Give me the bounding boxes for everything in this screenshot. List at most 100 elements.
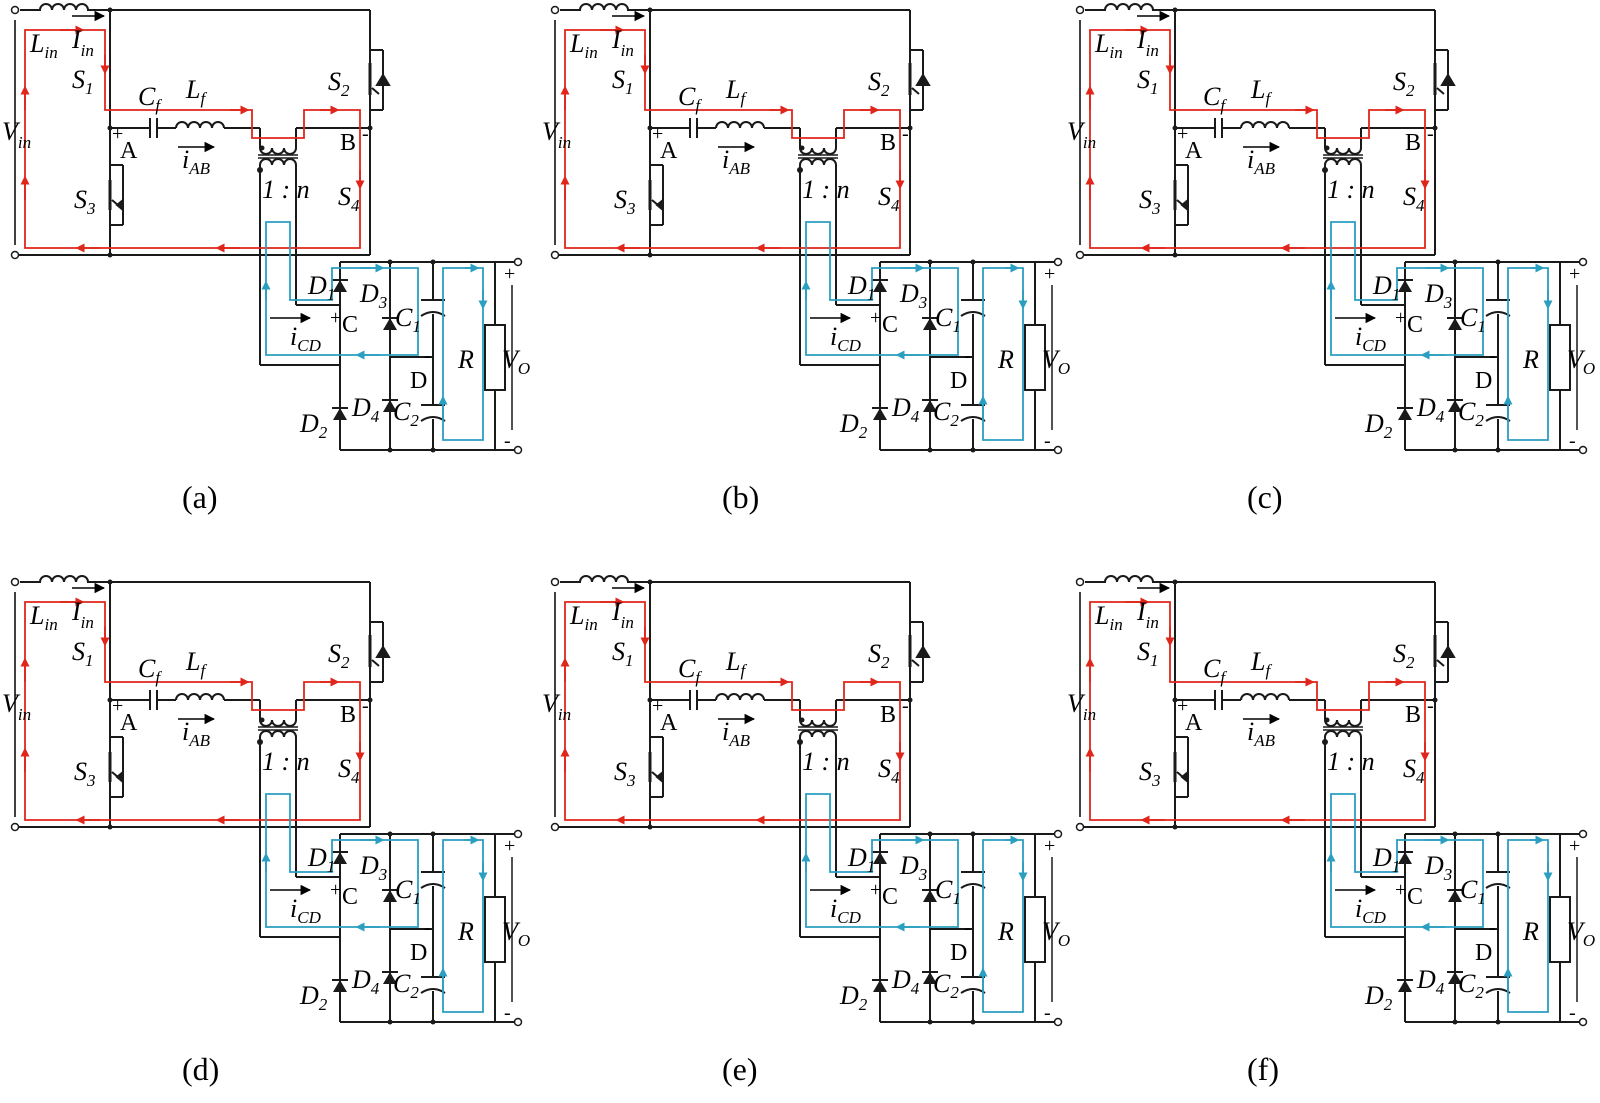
panel-caption: (d) — [182, 1051, 219, 1087]
icd-label: i — [290, 322, 297, 351]
vin-label: V — [2, 689, 21, 718]
svg-text:-: - — [424, 345, 431, 367]
r-label: R — [457, 917, 474, 946]
transformer-primary — [259, 719, 297, 727]
svg-text:Lf: Lf — [185, 647, 207, 680]
svg-text:-: - — [362, 123, 369, 145]
svg-text:Lin: Lin — [1094, 29, 1123, 62]
s3-label: S — [1139, 185, 1152, 214]
iab-label: i — [722, 145, 729, 174]
d3-label: D — [899, 279, 919, 308]
svg-text:D3: D3 — [899, 851, 927, 884]
svg-text:Cf: Cf — [1203, 82, 1227, 115]
svg-text:Lf: Lf — [725, 75, 747, 108]
vin-label: V — [542, 117, 561, 146]
icd-label: i — [1355, 322, 1362, 351]
svg-text:+: + — [1177, 123, 1188, 145]
filter-inductor — [1240, 121, 1290, 129]
d3-label: D — [359, 851, 379, 880]
transformer-primary — [799, 147, 837, 155]
s2-label: S — [1393, 67, 1406, 96]
svg-text:C1: C1 — [935, 303, 961, 336]
input-terminal-bottom — [550, 822, 560, 832]
diodes — [332, 851, 398, 992]
output-terminal-top — [1578, 829, 1588, 839]
output-terminal-top — [513, 829, 523, 839]
svg-text:Cf: Cf — [678, 654, 702, 687]
svg-text:S1: S1 — [612, 65, 634, 98]
diode-d4 — [923, 400, 937, 412]
input-terminal-bottom — [1075, 250, 1085, 260]
vo-label: V — [502, 917, 521, 946]
node-c-label: C — [342, 884, 358, 910]
d4-label: D — [1416, 393, 1436, 422]
node-d-label: D — [950, 368, 967, 394]
svg-text:C2: C2 — [1458, 397, 1484, 430]
node-c-label: C — [1407, 884, 1423, 910]
circuit-panel-b: Lin Iin S1 Vin Cf Lf iAB + A B - S2 S3 S… — [542, 3, 1070, 515]
switch-s2 — [368, 621, 391, 683]
filter-inductor — [175, 693, 225, 701]
svg-text:Vin: Vin — [542, 117, 571, 152]
node-a-label: A — [120, 710, 138, 736]
c2-label: C — [393, 397, 411, 426]
svg-text:Lin: Lin — [569, 29, 598, 62]
svg-text:S2: S2 — [328, 639, 350, 672]
secondary-current-path — [261, 221, 488, 441]
svg-text:Iin: Iin — [611, 597, 634, 632]
transformer-secondary — [259, 730, 297, 738]
svg-text:iCD: iCD — [1355, 894, 1387, 927]
d1-label: D — [307, 843, 327, 872]
node-c-label: C — [882, 312, 898, 338]
svg-text:Cf: Cf — [138, 654, 162, 687]
s3-label: S — [614, 757, 627, 786]
circuit-labels: Lin Iin S1 Vin Cf Lf iAB + A B - S2 S3 S… — [2, 25, 530, 452]
input-terminal-top — [550, 577, 560, 587]
svg-text:C1: C1 — [395, 303, 421, 336]
icd-label: i — [1355, 894, 1362, 923]
svg-text:S1: S1 — [612, 637, 634, 670]
svg-text:C1: C1 — [1460, 303, 1486, 336]
input-terminal-top — [550, 5, 560, 15]
primary-wiring — [15, 3, 515, 451]
node-d-label: D — [1475, 940, 1492, 966]
primary-wiring — [1080, 3, 1580, 451]
svg-text:VO: VO — [502, 917, 530, 950]
svg-text:S4: S4 — [878, 754, 900, 787]
node-b-label: B — [880, 702, 896, 728]
svg-text:iAB: iAB — [722, 145, 751, 178]
icd-label: i — [830, 322, 837, 351]
node-c-label: C — [1407, 312, 1423, 338]
svg-text:D2: D2 — [1364, 409, 1393, 442]
lf-label: L — [1250, 75, 1265, 104]
svg-text:S3: S3 — [614, 757, 636, 790]
output-terminal-bottom — [1053, 1017, 1063, 1027]
d2-label: D — [299, 981, 319, 1010]
svg-text:D2: D2 — [1364, 981, 1393, 1014]
s1-label: S — [72, 65, 85, 94]
switch-s3 — [1173, 736, 1189, 798]
iin-label: I — [1136, 597, 1147, 626]
switch-s2 — [908, 49, 931, 111]
svg-text:C2: C2 — [393, 397, 419, 430]
panel-caption: (f) — [1247, 1051, 1279, 1087]
c1-label: C — [395, 303, 413, 332]
lin-label: L — [1094, 601, 1109, 630]
svg-text:+: + — [652, 123, 663, 145]
node-a-label: A — [660, 138, 678, 164]
svg-text:+: + — [1569, 835, 1580, 857]
input-terminal-top — [10, 5, 20, 15]
d1-label: D — [847, 843, 867, 872]
svg-text:Iin: Iin — [71, 597, 94, 632]
lin-label: L — [569, 29, 584, 58]
s4-label: S — [1403, 182, 1416, 211]
iab-label: i — [182, 717, 189, 746]
svg-text:-: - — [902, 123, 909, 145]
switch-s3 — [1173, 164, 1189, 226]
d2-label: D — [839, 409, 859, 438]
svg-text:C2: C2 — [1458, 969, 1484, 1002]
svg-text:Lf: Lf — [1250, 647, 1272, 680]
secondary-current-path — [261, 793, 488, 1013]
lin-label: L — [29, 601, 44, 630]
svg-text:Cf: Cf — [1203, 654, 1227, 687]
